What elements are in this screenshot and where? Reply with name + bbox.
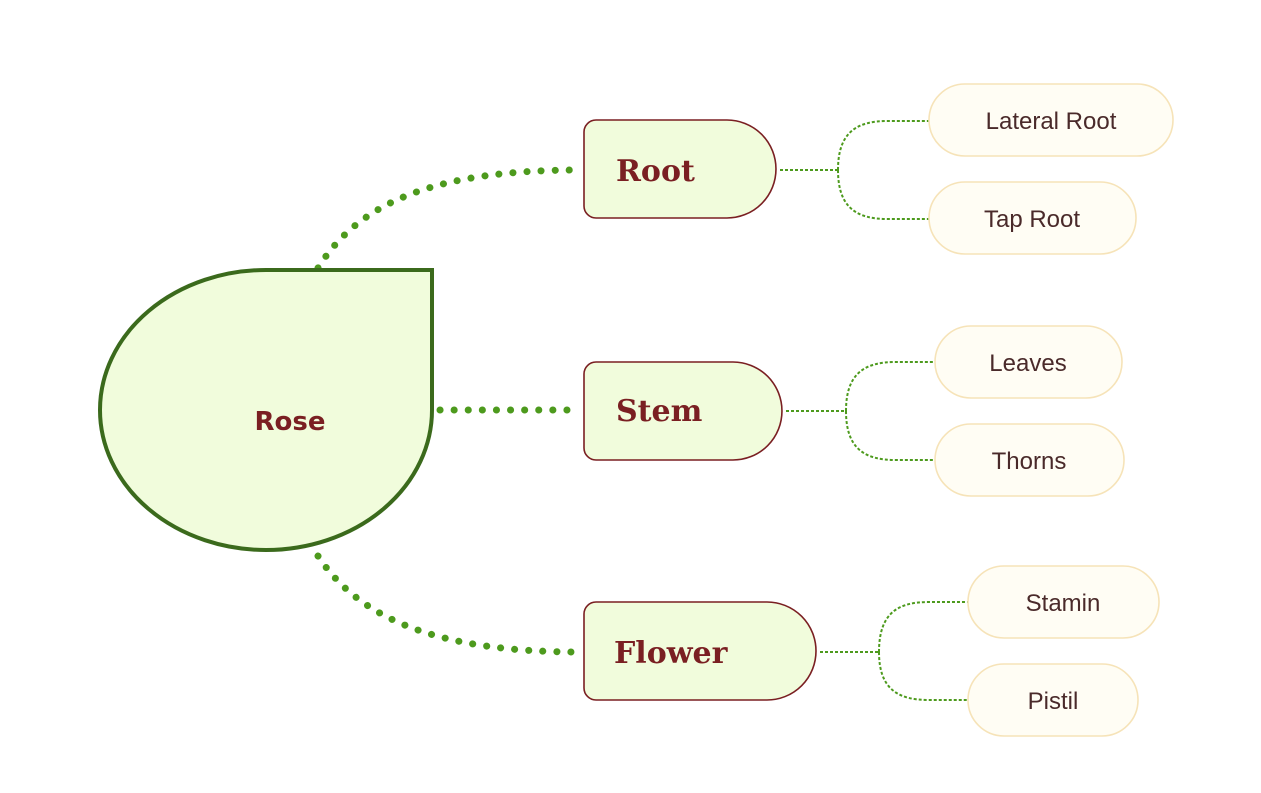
branch-node-label: Flower: [614, 636, 729, 671]
sub-connectors: [780, 120, 968, 701]
root-node[interactable]: Rose: [98, 268, 434, 552]
sub-node-thorns[interactable]: Thorns: [934, 423, 1125, 497]
branch-node-shape: [583, 361, 783, 461]
branch-node-flower[interactable]: Flower: [583, 601, 817, 701]
root-node-label: Rose: [255, 407, 326, 437]
connector-rose-root: [314, 166, 584, 272]
sub-node-pistil[interactable]: Pistil: [967, 663, 1139, 737]
main-connectors: [314, 166, 584, 656]
sub-node-leaves[interactable]: Leaves: [934, 325, 1123, 399]
connector-root-upper: [837, 120, 929, 171]
root-node-shape: [98, 268, 434, 552]
connector-stem-lower: [845, 410, 935, 461]
connector-root-lower: [837, 169, 929, 220]
connector-flower-lower: [878, 651, 968, 701]
sub-node-shape: [928, 181, 1137, 255]
branch-node-shape: [583, 601, 817, 701]
branch-node-root[interactable]: Root: [583, 119, 777, 219]
sub-node-shape: [934, 325, 1123, 399]
branch-node-shape: [583, 119, 777, 219]
sub-node-shape: [934, 423, 1125, 497]
sub-node-stamin[interactable]: Stamin: [967, 565, 1160, 639]
sub-node-label: Pistil: [1028, 688, 1079, 715]
sub-node-label: Thorns: [992, 448, 1067, 475]
sub-node-lateral-root[interactable]: Lateral Root: [928, 83, 1174, 157]
sub-node-shape: [967, 663, 1139, 737]
branch-node-label: Stem: [616, 394, 703, 429]
branch-node-stem[interactable]: Stem: [583, 361, 783, 461]
connector-flower-upper: [878, 601, 968, 653]
sub-node-shape: [928, 83, 1174, 157]
sub-node-label: Stamin: [1026, 590, 1101, 617]
connector-rose-flower: [314, 552, 584, 656]
sub-node-tap-root[interactable]: Tap Root: [928, 181, 1137, 255]
sub-node-label: Tap Root: [984, 206, 1080, 233]
sub-node-label: Lateral Root: [986, 108, 1117, 135]
sub-node-label: Leaves: [989, 350, 1066, 377]
sub-node-shape: [967, 565, 1160, 639]
connector-stem-upper: [845, 361, 935, 412]
branch-node-label: Root: [616, 154, 695, 189]
